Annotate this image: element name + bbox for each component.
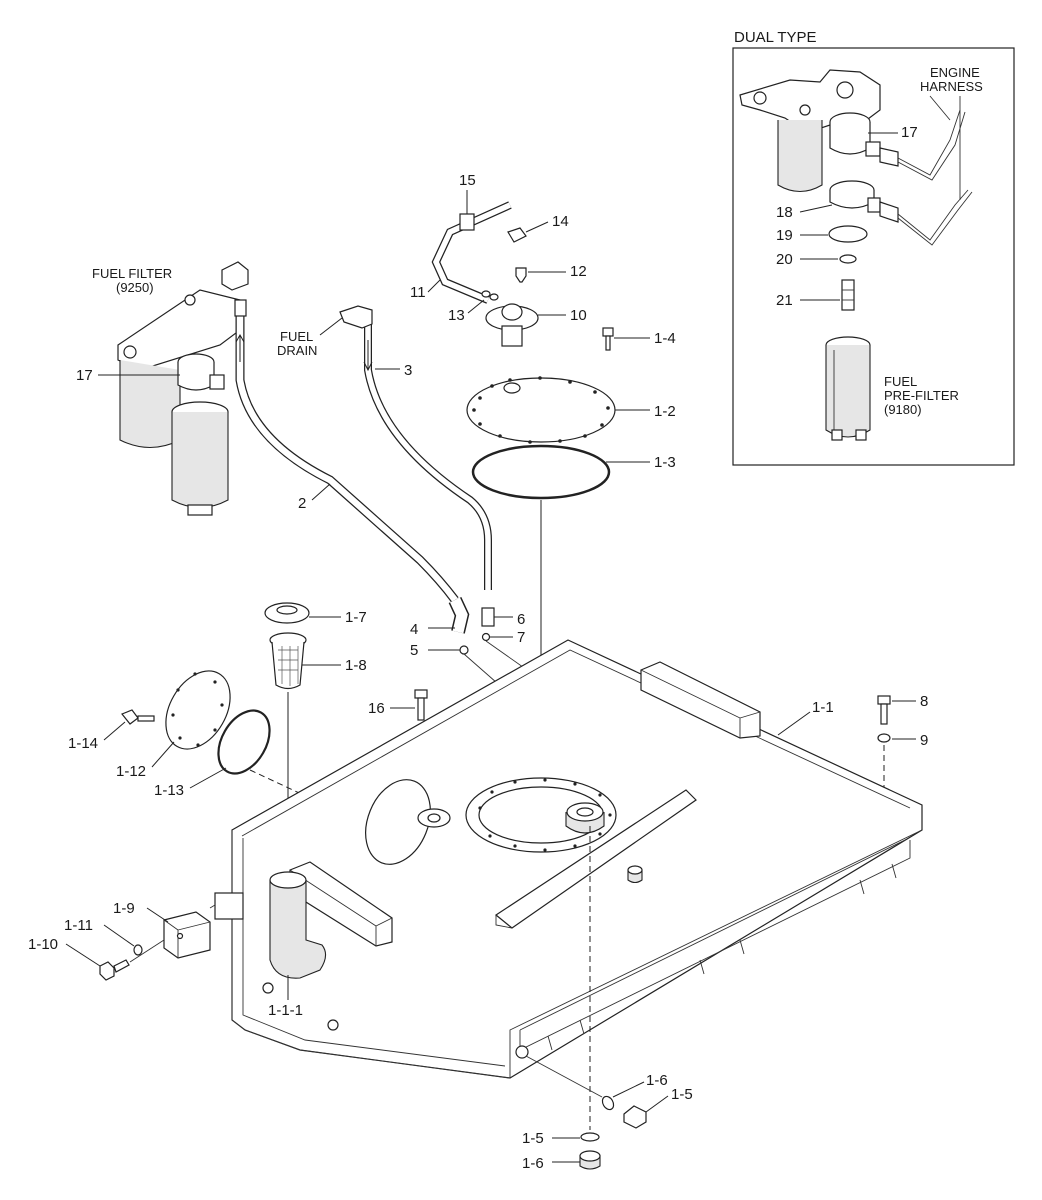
callout-1-6b: 1-6	[522, 1155, 544, 1172]
callout-16: 16	[368, 700, 385, 717]
filler-strainer: 1-7 1-8	[264, 602, 367, 870]
callout-4: 4	[410, 621, 418, 638]
callout-1-2: 1-2	[654, 403, 676, 420]
dual-type-inset: DUAL TYPE 17 18	[732, 29, 1015, 466]
fuel-filter-label-line1: FUEL FILTER	[92, 266, 172, 281]
bolt-1-10: 1-10 1-11	[28, 904, 216, 981]
callout-1-1-1: 1-1-1	[268, 1002, 303, 1019]
inset-callout-18: 18	[776, 204, 793, 221]
callout-6: 6	[517, 611, 525, 628]
callout-3: 3	[404, 362, 412, 379]
callout-1-11: 1-11	[64, 917, 93, 934]
callout-1-14: 1-14	[68, 735, 98, 752]
hose-2: 2	[234, 299, 470, 634]
inset-oring-19: 19	[776, 225, 868, 244]
callout-1-10: 1-10	[28, 936, 58, 953]
drain-plugs: 1-6 1-5 1-5 1-6	[522, 826, 693, 1172]
vent-tube-assembly: 15 14 12 11 13 10	[410, 172, 587, 347]
callout-10: 10	[570, 307, 587, 324]
callout-14: 14	[552, 213, 569, 230]
callout-1-8: 1-8	[345, 657, 367, 674]
fuel-tank-body: 1-1 1-9 1-1-1	[113, 639, 923, 1079]
callout-12: 12	[570, 263, 587, 280]
callout-1-6a: 1-6	[646, 1072, 668, 1089]
engine-harness-wires: ENGINE HARNESS	[897, 65, 983, 246]
callout-2: 2	[298, 495, 306, 512]
prefilter-label-line1: FUEL	[884, 374, 917, 389]
inset-callout-19: 19	[776, 227, 793, 244]
inset-callout-20: 20	[776, 251, 793, 268]
inset-nipple-21: 21	[776, 279, 855, 311]
bolt-1-4: 1-4	[602, 327, 676, 351]
prefilter-label-line2: PRE-FILTER	[884, 388, 959, 403]
fuel-drain-label-line2: DRAIN	[277, 343, 317, 358]
engine-label-line2: HARNESS	[920, 79, 983, 94]
callout-1-1: 1-1	[812, 699, 834, 716]
inset-callout-17: 17	[901, 124, 918, 141]
callout-1-12: 1-12	[116, 763, 146, 780]
callout-1-5b: 1-5	[522, 1130, 544, 1147]
inset-callout-21: 21	[776, 292, 793, 309]
hose-3: FUEL DRAIN 3	[277, 305, 492, 590]
callout-15: 15	[459, 172, 476, 189]
inset-sensor-18: 18	[776, 180, 899, 223]
callout-11: 11	[410, 284, 426, 301]
callout-1-9: 1-9	[113, 900, 135, 917]
callout-1-5a: 1-5	[671, 1086, 693, 1103]
fuel-filter-assembly: FUEL FILTER (9250) 17	[76, 261, 249, 516]
fuel-drain-label-line1: FUEL	[280, 329, 313, 344]
callout-1-4: 1-4	[654, 330, 676, 347]
prefilter-label-line3: (9180)	[884, 402, 922, 417]
fuel-filter-label-line2: (9250)	[116, 280, 154, 295]
bolt-8-washer-9: 8 9	[877, 693, 928, 825]
callout-17: 17	[76, 367, 93, 384]
callout-8: 8	[920, 693, 928, 710]
inset-washer-20: 20	[776, 251, 857, 268]
inset-prefilter-cartridge: FUEL PRE-FILTER (9180)	[825, 336, 959, 441]
callout-9: 9	[920, 732, 928, 749]
callout-5: 5	[410, 642, 418, 659]
top-cover-plate: 1-2	[466, 376, 676, 444]
callout-13: 13	[448, 307, 465, 324]
gasket-1-3: 1-3	[471, 444, 676, 500]
inset-frame	[732, 47, 1015, 466]
callout-1-7: 1-7	[345, 609, 367, 626]
inset-sensor-17: 17	[829, 112, 918, 167]
callout-7: 7	[517, 629, 525, 646]
callout-1-13: 1-13	[154, 782, 184, 799]
callout-1-3: 1-3	[654, 454, 676, 471]
inset-title: DUAL TYPE	[734, 29, 817, 46]
engine-label-line1: ENGINE	[930, 65, 980, 80]
